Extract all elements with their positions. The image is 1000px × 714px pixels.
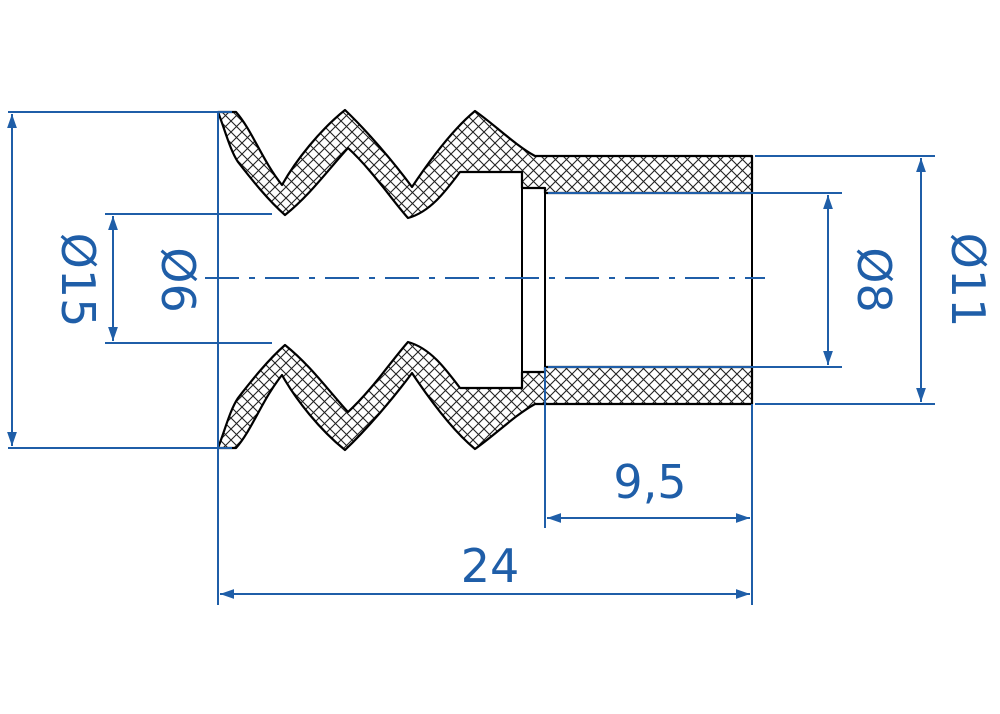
label-sleeve-inner-diameter: Ø8	[847, 247, 901, 312]
interior-edges	[521, 172, 753, 388]
lower-bellows-section	[216, 340, 754, 452]
label-sleeve-length: 9,5	[613, 455, 686, 509]
dimension-lines	[7, 111, 935, 605]
upper-bellows-section	[216, 108, 754, 220]
label-sleeve-outer-diameter: Ø11	[941, 233, 995, 328]
label-inner-diameter: Ø6	[151, 247, 205, 312]
label-total-length: 24	[461, 539, 520, 593]
label-outer-diameter: Ø15	[51, 233, 105, 328]
bellows-part	[216, 108, 754, 452]
